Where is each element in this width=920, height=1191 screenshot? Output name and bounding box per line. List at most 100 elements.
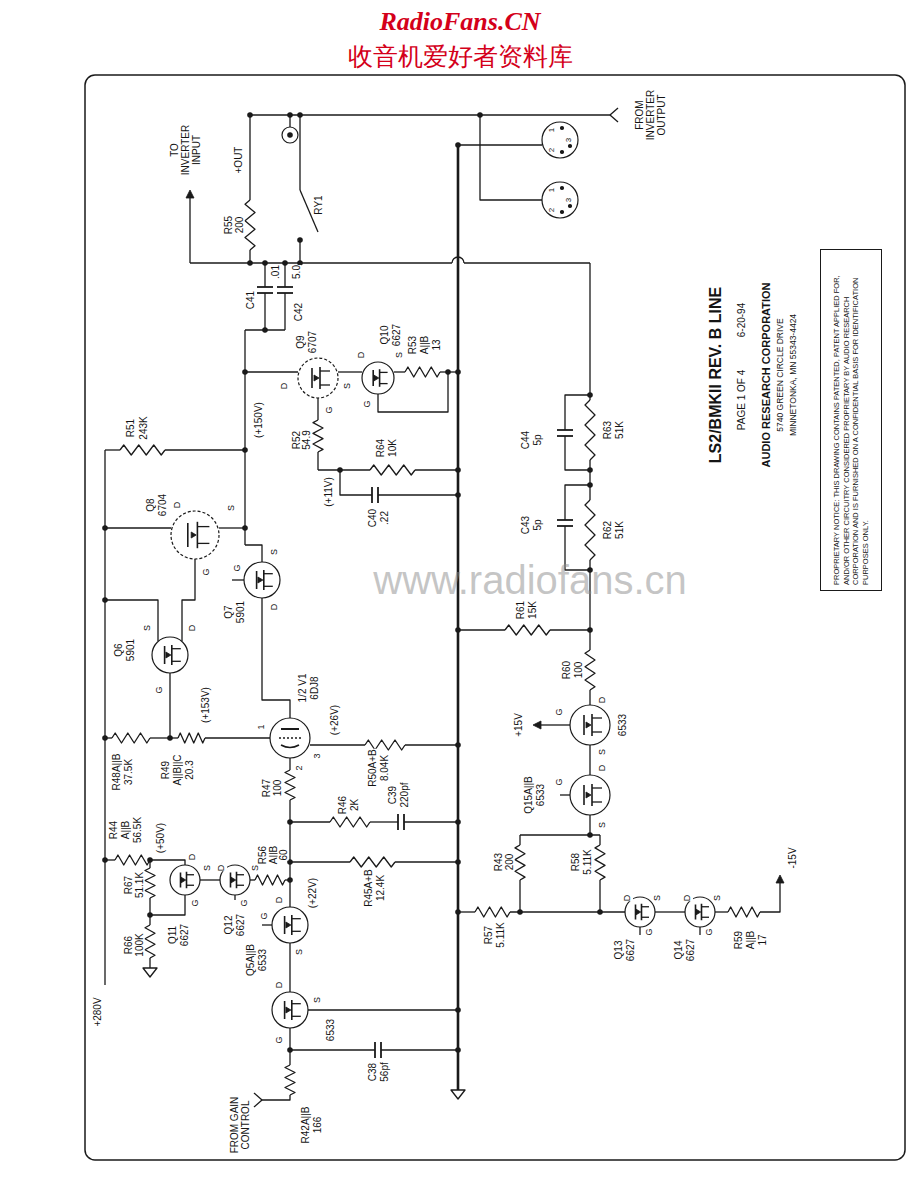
junction-dot xyxy=(148,913,152,917)
transistor-symbol xyxy=(286,1007,291,1013)
wire xyxy=(378,494,458,495)
transistor-symbol xyxy=(292,1016,301,1017)
component-label: R51 xyxy=(125,419,136,437)
pin-number: 2 xyxy=(548,208,557,212)
site-banner: RadioFans.CN xyxy=(379,8,540,37)
junction-dot xyxy=(588,468,592,472)
component-label: 6533 xyxy=(325,1019,336,1041)
transistor-symbol xyxy=(702,917,710,918)
component-label: 54.9 xyxy=(301,430,312,449)
component-label: 60 xyxy=(278,849,289,860)
wire xyxy=(105,600,158,641)
pin-label: D xyxy=(683,895,693,902)
component-label: 220pf xyxy=(399,782,410,807)
wire xyxy=(405,744,458,745)
junction-dot xyxy=(456,143,460,147)
title-block-text: 6-20-94 xyxy=(736,303,747,337)
connector-pin xyxy=(569,205,572,208)
component-label: 20.3 xyxy=(184,760,195,779)
component-label: 6627 xyxy=(685,939,696,961)
transistor-symbol xyxy=(164,646,166,664)
junction-dot xyxy=(298,113,302,117)
junction-dot xyxy=(243,448,247,452)
pin-label: 2 xyxy=(295,765,305,770)
component-label: 6DJ8 xyxy=(309,676,320,699)
transistor-symbol xyxy=(170,865,200,895)
voltage-label: (+22V) xyxy=(307,878,318,908)
pin-label: S xyxy=(713,895,723,901)
voltage-label: -15V xyxy=(787,847,798,868)
wire xyxy=(458,144,542,145)
wire xyxy=(415,469,458,470)
component-label: Q11 xyxy=(167,926,178,944)
pin-label: G xyxy=(191,899,201,906)
component-label: 12.4K xyxy=(375,875,386,901)
junction-dot xyxy=(518,910,522,914)
wire xyxy=(715,911,728,912)
voltage-label: +280V xyxy=(92,997,103,1026)
pin-label: D xyxy=(173,502,183,509)
transistor-symbol xyxy=(264,586,273,587)
wire xyxy=(565,485,590,520)
pin-label: D xyxy=(357,352,367,359)
pin-label: G xyxy=(155,686,165,693)
resistor-symbol xyxy=(585,650,595,690)
resistor-symbol xyxy=(285,770,295,800)
component-label: 5.11K xyxy=(582,849,593,874)
component-label: 56.5K xyxy=(132,817,143,843)
wire xyxy=(639,927,640,935)
wire xyxy=(299,115,300,190)
transistor-symbol xyxy=(642,906,650,907)
junction-dot xyxy=(288,113,292,117)
junction-dot xyxy=(103,858,107,862)
wire xyxy=(589,690,590,705)
component-label: 1/2 V1 xyxy=(297,674,308,703)
transistor-symbol xyxy=(311,368,313,388)
wire xyxy=(290,821,330,822)
junction-dot xyxy=(456,1048,460,1052)
transistor-symbol xyxy=(237,885,245,886)
resistor-symbol xyxy=(585,400,595,460)
component-label: 6627 xyxy=(391,324,402,346)
wire xyxy=(245,545,262,562)
wire xyxy=(249,115,250,200)
wire xyxy=(541,724,570,725)
transistor-symbol xyxy=(172,661,181,662)
pin-label: D xyxy=(275,982,285,989)
junction-dot xyxy=(103,526,107,530)
component-label: Q9 xyxy=(295,335,306,348)
transistor-symbol xyxy=(187,874,195,875)
wire xyxy=(189,198,190,263)
wire xyxy=(610,115,618,122)
component-label: 6627 xyxy=(235,914,246,936)
transistor-symbol xyxy=(591,714,593,736)
junction-dot xyxy=(456,493,460,497)
component-label: 51K xyxy=(614,421,625,439)
capacitor-symbol xyxy=(557,429,573,431)
tube-symbol xyxy=(281,745,299,748)
component-label: C44 xyxy=(520,431,531,449)
component-label: R43 xyxy=(493,853,504,871)
wire xyxy=(699,927,700,935)
pin-label: S xyxy=(270,549,280,555)
transistor-symbol xyxy=(187,523,189,547)
pin-label: G xyxy=(705,928,715,935)
component-label: 6704 xyxy=(157,494,168,516)
junction-dot xyxy=(456,1008,460,1012)
wire xyxy=(395,861,458,862)
pin-label: D xyxy=(188,854,198,861)
wire xyxy=(205,737,270,738)
wire xyxy=(370,821,398,822)
transistor-symbol xyxy=(197,522,199,548)
transistor-symbol xyxy=(171,511,219,559)
wire xyxy=(589,815,590,835)
wire xyxy=(510,911,625,912)
wire xyxy=(299,240,300,263)
junction-dot xyxy=(456,820,460,824)
pin-label: S xyxy=(143,625,153,631)
component-label: .01 xyxy=(270,265,281,279)
wire xyxy=(394,371,405,372)
junction-dot xyxy=(288,878,292,882)
component-label: C40 xyxy=(367,509,378,527)
